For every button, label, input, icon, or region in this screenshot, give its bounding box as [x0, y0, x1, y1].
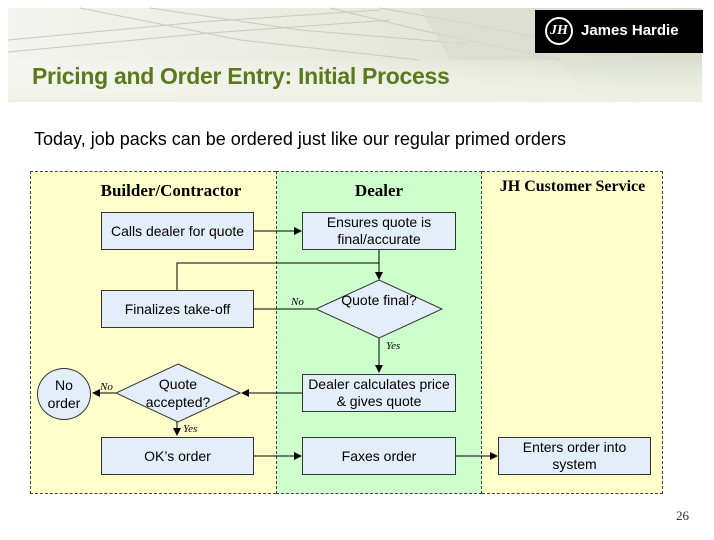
page-title: Pricing and Order Entry: Initial Process	[32, 63, 450, 89]
node-faxes-order: Faxes order	[302, 437, 456, 475]
slide-subtitle: Today, job packs can be ordered just lik…	[34, 129, 566, 149]
lane-title-builder: Builder/Contractor	[100, 181, 242, 200]
edge-label-final-yes: Yes	[386, 340, 401, 352]
james-hardie-logo: JH James Hardie	[535, 10, 703, 53]
edge-label-accepted-yes: Yes	[183, 423, 198, 435]
decision-quote-final-label: Quote final?	[341, 292, 417, 308]
edge-takeoff-loop	[176, 262, 379, 290]
edge-label-accepted-no: No	[100, 381, 113, 393]
node-ensures-quote: Ensures quote is final/accurate	[302, 212, 456, 250]
logo-mark-text: JH	[550, 23, 568, 38]
node-finalizes-takeoff: Finalizes take-off	[101, 290, 254, 328]
decision-quote-final-shape	[314, 279, 444, 339]
lane-title-dealer: Dealer	[354, 181, 404, 200]
node-enters-order: Enters order into system	[498, 437, 651, 475]
logo-wordmark: James Hardie	[581, 22, 679, 39]
header-banner: Pricing and Order Entry: Initial Process…	[0, 0, 714, 102]
lane-title-jh: JH Customer Service	[499, 178, 646, 195]
decision-quote-accepted-shape	[114, 363, 242, 423]
jh-logo-mark-icon: JH	[545, 17, 573, 45]
node-no-order: No order	[37, 368, 91, 420]
node-calls-dealer: Calls dealer for quote	[101, 212, 254, 250]
edge-label-final-no: No	[291, 296, 304, 308]
page-number: 26	[676, 508, 689, 523]
decision-quote-accepted-label: Quote accepted?	[145, 376, 211, 410]
node-oks-order: OK’s order	[101, 437, 254, 475]
node-dealer-calculates: Dealer calculates price & gives quote	[302, 374, 456, 412]
